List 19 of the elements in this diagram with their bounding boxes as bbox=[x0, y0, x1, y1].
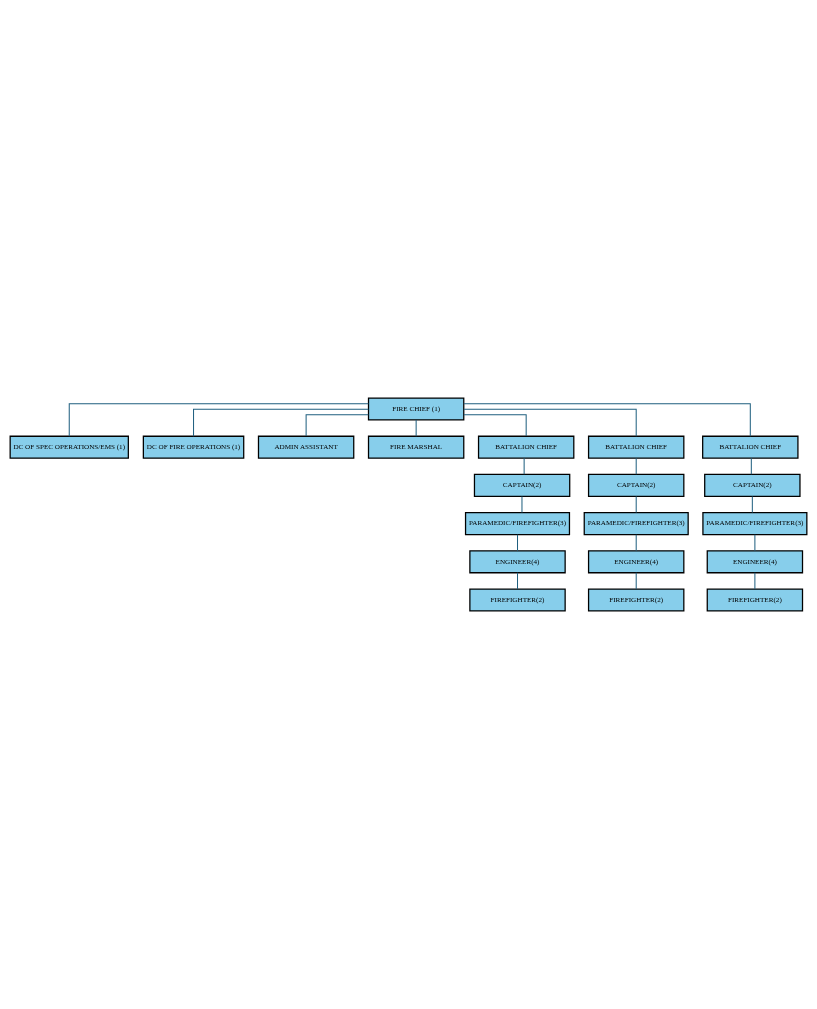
connector bbox=[463, 414, 527, 437]
connector bbox=[750, 457, 752, 475]
connector bbox=[754, 572, 756, 590]
connector bbox=[305, 414, 369, 437]
connector bbox=[635, 572, 637, 590]
connector bbox=[193, 408, 369, 437]
connector bbox=[68, 403, 369, 437]
connector bbox=[415, 419, 417, 437]
connector bbox=[517, 534, 518, 552]
connector bbox=[635, 457, 637, 475]
connector bbox=[751, 495, 753, 514]
connector bbox=[635, 534, 637, 552]
connector bbox=[463, 408, 637, 437]
connector bbox=[517, 572, 518, 590]
connector bbox=[523, 457, 525, 475]
connector bbox=[521, 495, 523, 514]
connector bbox=[635, 495, 637, 514]
connector bbox=[754, 534, 756, 552]
connector bbox=[463, 403, 751, 437]
